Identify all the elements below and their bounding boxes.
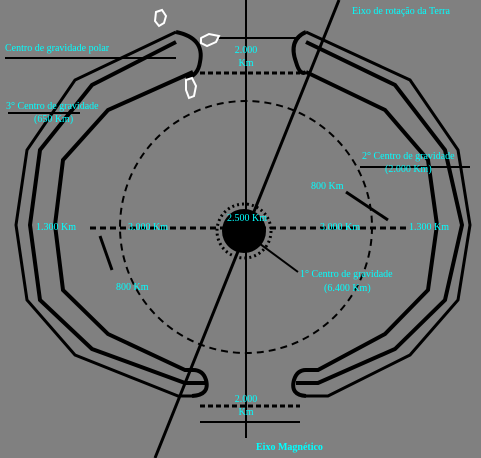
island-shape-1 [153, 8, 168, 28]
outer-shell-right [296, 40, 465, 385]
right-inner-distance-label: 3.000 Km [320, 222, 360, 233]
third-center-label-1: 3° Centro de gravidade [6, 101, 99, 112]
left-shell-thickness-label: 1.300 Km [36, 222, 76, 233]
top-gap-label-2: Km [239, 58, 254, 69]
right-800-leader [345, 190, 389, 222]
core-circle [222, 209, 266, 253]
shell-cap-bottom-left [191, 368, 209, 398]
polar-center-label: Centro de gravidade polar [5, 43, 110, 54]
shell-cap-bottom-right [291, 368, 307, 398]
middle-shell-left [14, 30, 192, 398]
left-800-leader [98, 235, 114, 271]
top-gap-label-1: 2.000 [235, 45, 258, 56]
island-shape-2 [200, 32, 221, 48]
middle-shell-right [305, 30, 472, 398]
left-800-label: 800 Km [116, 282, 149, 293]
inner-shell-right [305, 70, 440, 372]
right-shell-thickness-label: 1.300 Km [409, 222, 449, 233]
first-center-leader [251, 237, 299, 273]
third-center-label-2: (650 Km) [34, 114, 73, 125]
second-center-label-1: 2° Centro de gravidade [362, 151, 455, 162]
island-shape-3 [185, 76, 198, 100]
core-radius-label: 2.500 Km [227, 213, 267, 224]
first-center-label-2: (6.400 Km) [324, 283, 371, 294]
shell-cap-top-left [175, 30, 203, 80]
core-spiky-halo [215, 202, 273, 260]
first-center-label-1: 1° Centro de gravidade [300, 269, 393, 280]
left-inner-distance-label: 3.000 Km [128, 222, 168, 233]
outer-shell-left [27, 40, 207, 385]
bottom-gap-label-2: Km [239, 407, 254, 418]
bottom-gap-label-1: 2.000 [235, 394, 258, 405]
right-800-label: 800 Km [311, 181, 344, 192]
magnetic-axis-label: Eixo Magnético [256, 442, 323, 453]
second-center-label-2: (2.000 Km) [385, 164, 432, 175]
inner-shell-left [52, 70, 194, 372]
rotation-axis-label: Eixo de rotação da Terra [352, 6, 451, 17]
